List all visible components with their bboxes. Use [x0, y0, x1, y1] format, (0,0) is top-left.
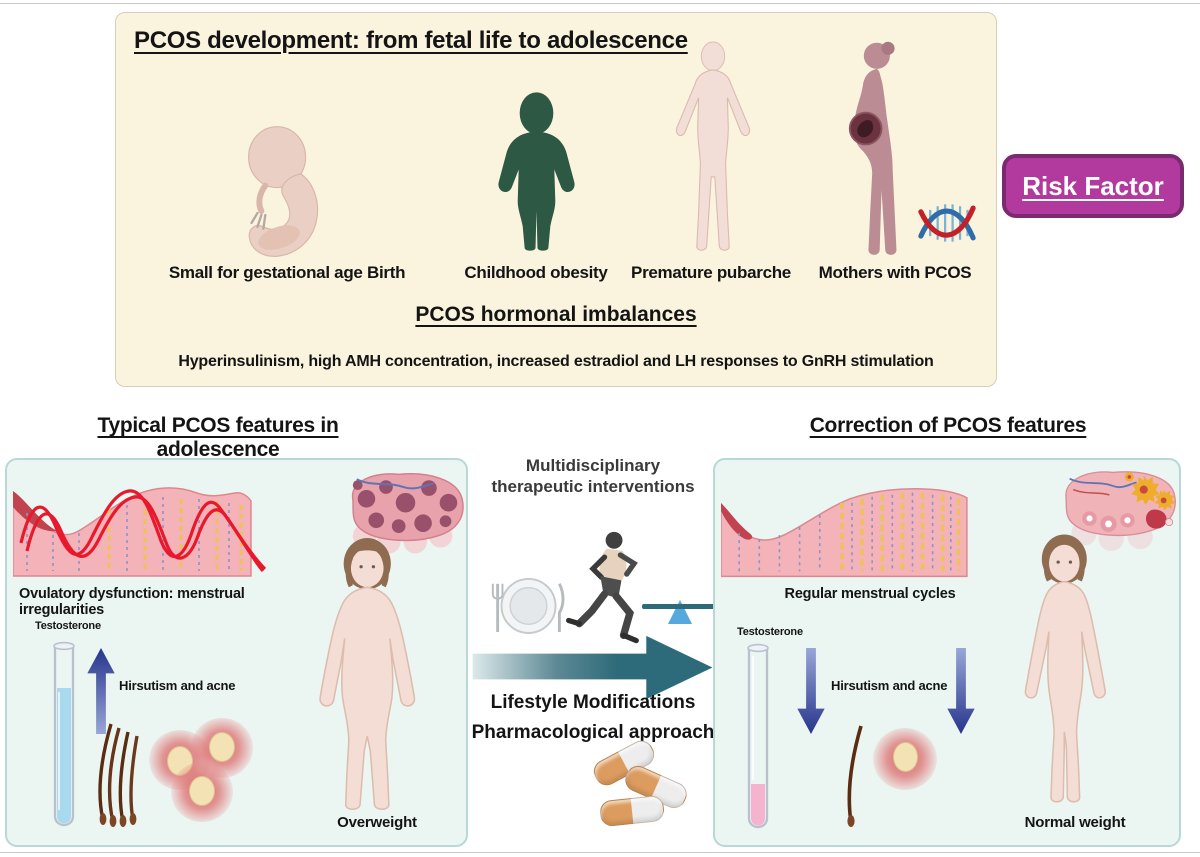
balance-icon — [642, 592, 717, 626]
acne-cluster-icon — [149, 718, 253, 823]
right-section-heading: Correction of PCOS features — [809, 414, 1087, 437]
normal-weight-label: Normal weight — [1024, 814, 1126, 831]
lifestyle-label: Lifestyle Modifications — [490, 692, 696, 713]
bottom-rule — [0, 852, 1200, 853]
top-rule — [0, 3, 1200, 4]
treatment-arrow-icon — [472, 630, 715, 704]
top-panel-title: PCOS development: from fetal life to ado… — [134, 27, 688, 54]
risk-factor-badge: Risk Factor — [1002, 154, 1184, 218]
obese-child-icon — [490, 89, 584, 255]
correction-panel: Regular menstrual cycles Testosterone Hi… — [713, 458, 1181, 847]
diet-plate-icon — [488, 562, 570, 648]
testosterone-label: Testosterone — [737, 626, 803, 638]
testosterone-tube-high-icon — [49, 640, 79, 836]
pills-icon — [580, 736, 695, 828]
pregnant-woman-icon — [847, 31, 917, 271]
ovulatory-dysfunction-label: Ovulatory dysfunction: menstrual irregul… — [19, 586, 245, 618]
normal-weight-woman-icon — [1005, 530, 1143, 814]
irregular-menstrual-cycle-icon — [12, 472, 271, 578]
risk-item-label: Childhood obesity — [464, 263, 608, 282]
testosterone-tube-low-icon — [743, 642, 773, 838]
pcos-development-panel: PCOS development: from fetal life to ado… — [115, 12, 997, 387]
overweight-label: Overweight — [337, 814, 417, 831]
overweight-woman-icon — [307, 536, 447, 818]
hormonal-imbalances-text: Hyperinsulinism, high AMH concentration,… — [178, 353, 934, 370]
risk-item-label: Premature pubarche — [631, 263, 791, 282]
polycystic-ovary-icon — [345, 468, 467, 554]
regular-cycles-label: Regular menstrual cycles — [784, 586, 956, 602]
decrease-arrow-icon — [947, 648, 975, 734]
left-section-heading: Typical PCOS features in adolescence — [97, 414, 339, 461]
adolescent-girl-icon — [659, 29, 767, 269]
risk-factor-label: Risk Factor — [1022, 170, 1164, 201]
decrease-arrow-icon — [797, 648, 825, 734]
single-hair-icon — [835, 720, 875, 830]
hirsutism-hairs-icon — [91, 718, 153, 828]
healthy-ovary-icon — [1057, 462, 1179, 556]
dna-icon — [913, 195, 981, 251]
hirsutism-acne-label: Hirsutism and acne — [831, 678, 948, 693]
testosterone-label: Testosterone — [35, 620, 101, 632]
risk-item-label: Mothers with PCOS — [818, 263, 972, 282]
pcos-features-panel: Ovulatory dysfunction: menstrual irregul… — [5, 458, 468, 847]
interventions-heading: Multidisciplinary therapeutic interventi… — [491, 456, 695, 497]
hormonal-imbalances-heading: PCOS hormonal imbalances — [415, 303, 697, 326]
pharmacological-label: Pharmacological approach — [471, 722, 715, 743]
increase-arrow-icon — [87, 648, 115, 734]
running-person-icon — [556, 528, 651, 656]
fetus-icon — [228, 109, 336, 269]
risk-item-label: Small for gestational age Birth — [168, 263, 406, 282]
regular-menstrual-cycle-icon — [720, 472, 981, 578]
single-acne-icon — [873, 728, 943, 798]
hirsutism-acne-label: Hirsutism and acne — [119, 678, 236, 693]
